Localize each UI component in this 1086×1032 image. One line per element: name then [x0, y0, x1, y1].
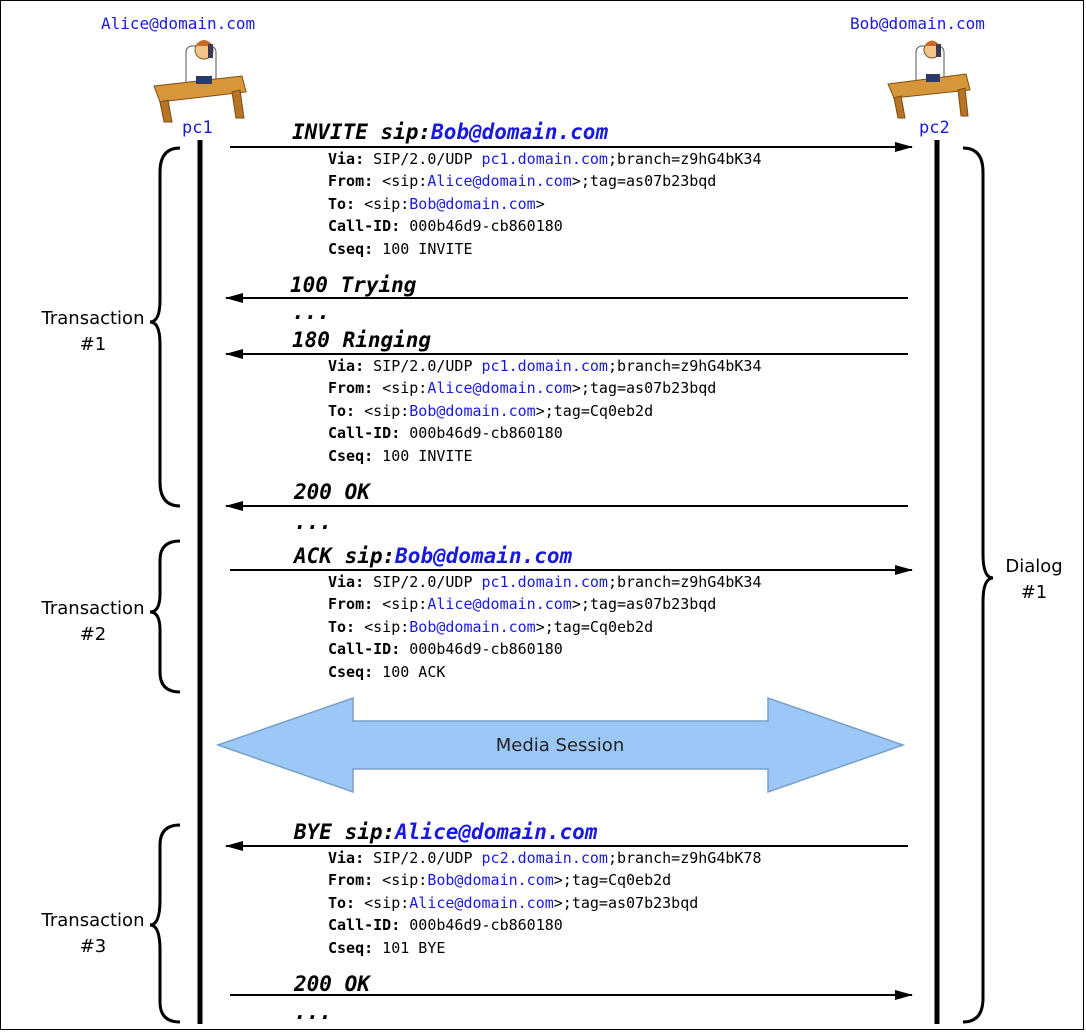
media-session-arrow: [215, 696, 906, 794]
host-pc1-label: pc1: [182, 118, 213, 138]
message-200-ok-1: 200 OK: [294, 480, 370, 504]
message-200-ok-2: 200 OK: [294, 972, 370, 996]
message-ack-headers: Via: SIP/2.0/UDP pc1.domain.com;branch=z…: [328, 573, 762, 681]
endpoint-alice-address: Alice@domain.com: [101, 14, 256, 33]
message-invite-headers: Via: SIP/2.0/UDP pc1.domain.com;branch=z…: [328, 150, 762, 258]
brace-transaction-1: [149, 146, 181, 508]
dialog-1-label: Dialog#1: [1005, 556, 1063, 603]
transaction-3-label: Transaction#3: [41, 910, 145, 957]
transaction-1-label: Transaction#1: [41, 308, 145, 355]
ellipsis-3: ...: [294, 1000, 332, 1024]
endpoint-bob-address: Bob@domain.com: [850, 14, 985, 33]
ellipsis-2: ...: [294, 510, 332, 534]
media-session-label: Media Session: [495, 735, 625, 756]
brace-transaction-3: [149, 823, 181, 1024]
transaction-2-label: Transaction#2: [41, 598, 145, 645]
message-bye-headers: Via: SIP/2.0/UDP pc2.domain.com;branch=z…: [328, 849, 762, 957]
alice-icon: [153, 40, 247, 123]
message-ack-title: ACK sip:Bob@domain.com: [294, 544, 573, 568]
message-180-ringing-title: 180 Ringing: [292, 328, 432, 352]
bob-icon: [887, 40, 971, 119]
message-bye-title: BYE sip:Alice@domain.com: [294, 820, 598, 844]
brace-dialog-1: [962, 146, 994, 1024]
message-invite-title: INVITE sip:Bob@domain.com: [292, 120, 609, 144]
message-180-ringing-headers: Via: SIP/2.0/UDP pc1.domain.com;branch=z…: [328, 357, 762, 465]
message-100-trying: 100 Trying: [290, 273, 417, 297]
brace-transaction-2: [149, 539, 181, 694]
host-pc2-label: pc2: [919, 118, 950, 138]
ellipsis-1: ...: [292, 300, 330, 324]
